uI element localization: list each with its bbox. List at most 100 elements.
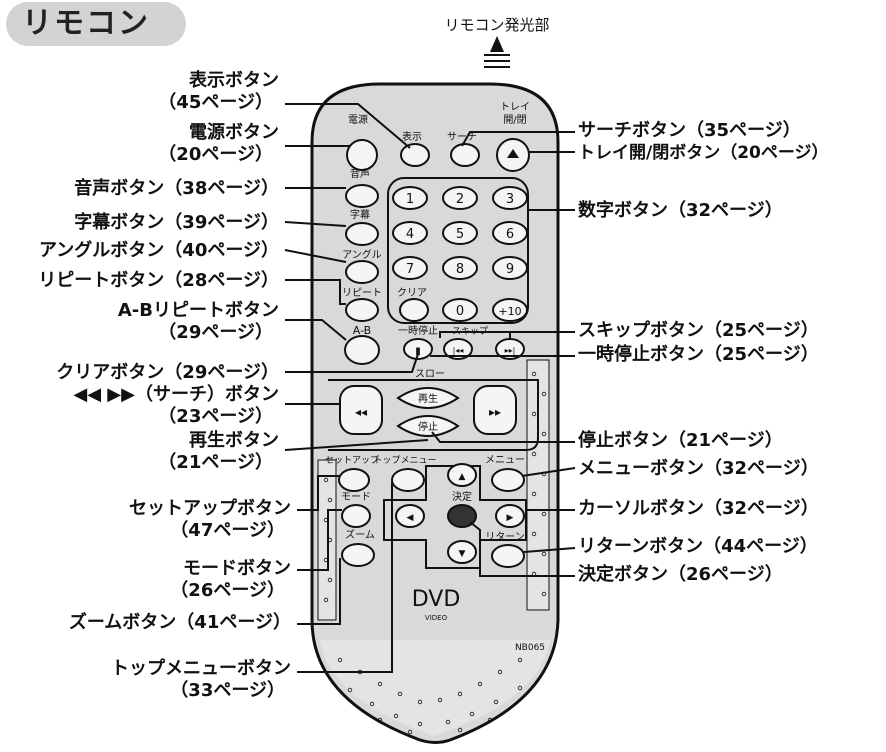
label-line: （21ページ）	[158, 452, 273, 473]
label-enter: 決定ボタン（26ページ）	[578, 564, 783, 585]
power-button	[346, 139, 378, 171]
menu-button-label: メニュー	[485, 455, 525, 466]
label-line: A-Bリピートボタン	[117, 300, 279, 321]
label-line: ズームボタン（41ページ）	[68, 612, 291, 633]
display-button	[400, 143, 430, 167]
label-line: 表示ボタン	[189, 70, 279, 91]
digit-button	[392, 256, 428, 280]
leader-line	[439, 331, 575, 340]
leader-line	[461, 131, 575, 147]
clear-button	[399, 298, 429, 322]
label-top_menu: トップメニューボタン（33ページ）	[111, 658, 291, 702]
repeat-button	[345, 298, 379, 322]
label-pause: 一時停止ボタン（25ページ）	[578, 344, 819, 365]
digit-button-label: 3	[506, 192, 514, 207]
cursor-up-icon: ▲	[459, 472, 466, 482]
digit-button	[442, 298, 478, 322]
digit-button-label: 2	[456, 192, 464, 207]
leader-line	[284, 439, 429, 451]
leader-line	[284, 249, 347, 263]
fast-forward-icon: ▸▸	[489, 405, 501, 419]
play-button	[396, 387, 460, 409]
pause-button	[403, 338, 433, 360]
cursor-up-button	[447, 463, 477, 487]
dvd-logo: DVD	[412, 587, 461, 612]
repeat-button-label: リピート	[342, 287, 382, 299]
digit-button-label: 7	[406, 262, 414, 277]
slow-label: スロー	[415, 369, 445, 380]
label-digits: 数字ボタン（32ページ）	[578, 200, 783, 221]
leader-line	[285, 103, 411, 149]
tray-button-label: 開/閉	[503, 114, 526, 126]
label-search: サーチボタン（35ページ）	[578, 120, 801, 141]
power-button-label: 電源	[348, 113, 368, 126]
digit-button-label: 4	[406, 227, 414, 242]
label-line: 再生ボタン	[189, 430, 279, 451]
label-line: （47ページ）	[170, 520, 285, 541]
label-display: 表示ボタン（45ページ）	[158, 70, 279, 114]
digit-button	[392, 221, 428, 245]
cursor-right-icon: ▶	[507, 513, 514, 523]
skip-back-button	[443, 338, 473, 360]
label-line: （33ページ）	[170, 680, 285, 701]
top-menu-button	[391, 468, 425, 492]
digit-button	[392, 186, 428, 210]
skip-fwd-icon: ▸▸|	[505, 346, 516, 355]
digit-button	[442, 186, 478, 210]
cursor-down-button	[447, 540, 477, 564]
subtitle-button	[345, 222, 379, 246]
mode-button-label: モード	[341, 492, 371, 503]
label-zoom: ズームボタン（41ページ）	[69, 612, 291, 634]
clear-button-label: クリア	[397, 287, 427, 299]
label-line: 音声ボタン（38ページ）	[74, 178, 279, 199]
return-button-label: リターン	[485, 531, 525, 543]
angle-button	[345, 260, 379, 284]
label-skip: スキップボタン（25ページ）	[578, 320, 819, 341]
remote-body	[310, 82, 560, 744]
leader-line	[285, 279, 346, 305]
digit-button-label: +10	[498, 305, 521, 318]
label-menu: メニューボタン（32ページ）	[578, 458, 819, 479]
label-tray: トレイ開/閉ボタン（20ページ）	[578, 143, 829, 163]
menu-button	[491, 468, 525, 492]
label-ab: A-Bリピートボタン（29ページ）	[118, 300, 279, 344]
cursor-left-icon: ◀	[407, 513, 414, 523]
digit-button	[492, 256, 528, 280]
label-line: モードボタン	[183, 558, 291, 579]
rewind-button	[339, 385, 383, 435]
label-line: 電源ボタン	[189, 122, 279, 143]
enter-button-label: 決定	[452, 490, 472, 503]
enter-button	[447, 504, 477, 528]
audio-button	[345, 184, 379, 208]
label-repeat: リピートボタン（28ページ）	[38, 270, 279, 292]
setup-button-label: セットアップ	[325, 455, 379, 466]
zoom-button	[341, 543, 375, 567]
label-power: 電源ボタン（20ページ）	[158, 122, 279, 166]
fast-forward-button	[473, 385, 517, 435]
label-audio: 音声ボタン（38ページ）	[74, 178, 279, 200]
label-angle: アングルボタン（40ページ）	[39, 240, 279, 262]
emitter-label: リモコン発光部	[444, 16, 549, 34]
label-return: リターンボタン（44ページ）	[578, 536, 818, 557]
label-mode: モードボタン（26ページ）	[170, 558, 291, 602]
label-stop: 停止ボタン（21ページ）	[578, 430, 783, 451]
setup-button	[338, 468, 370, 492]
search-button	[450, 143, 480, 167]
leader-line	[469, 521, 575, 577]
digit-button-label: 9	[506, 262, 514, 277]
emitter-icon	[484, 36, 510, 68]
label-line: クリアボタン（29ページ）	[56, 362, 279, 383]
label-line: リピートボタン（28ページ）	[38, 270, 279, 291]
page-title: リモコン	[22, 6, 150, 41]
leader-line	[285, 319, 347, 341]
digit-button	[492, 186, 528, 210]
leader-line	[523, 547, 576, 553]
subtitle-button-label: 字幕	[350, 208, 370, 221]
digit-button	[492, 221, 528, 245]
label-cursor: カーソルボタン（32ページ）	[578, 498, 819, 519]
label-line: （20ページ）	[158, 144, 273, 165]
stop-button	[396, 415, 460, 437]
return-button	[491, 544, 525, 568]
digit-button-label: 1	[406, 192, 414, 207]
label-setup: セットアップボタン（47ページ）	[129, 498, 291, 542]
